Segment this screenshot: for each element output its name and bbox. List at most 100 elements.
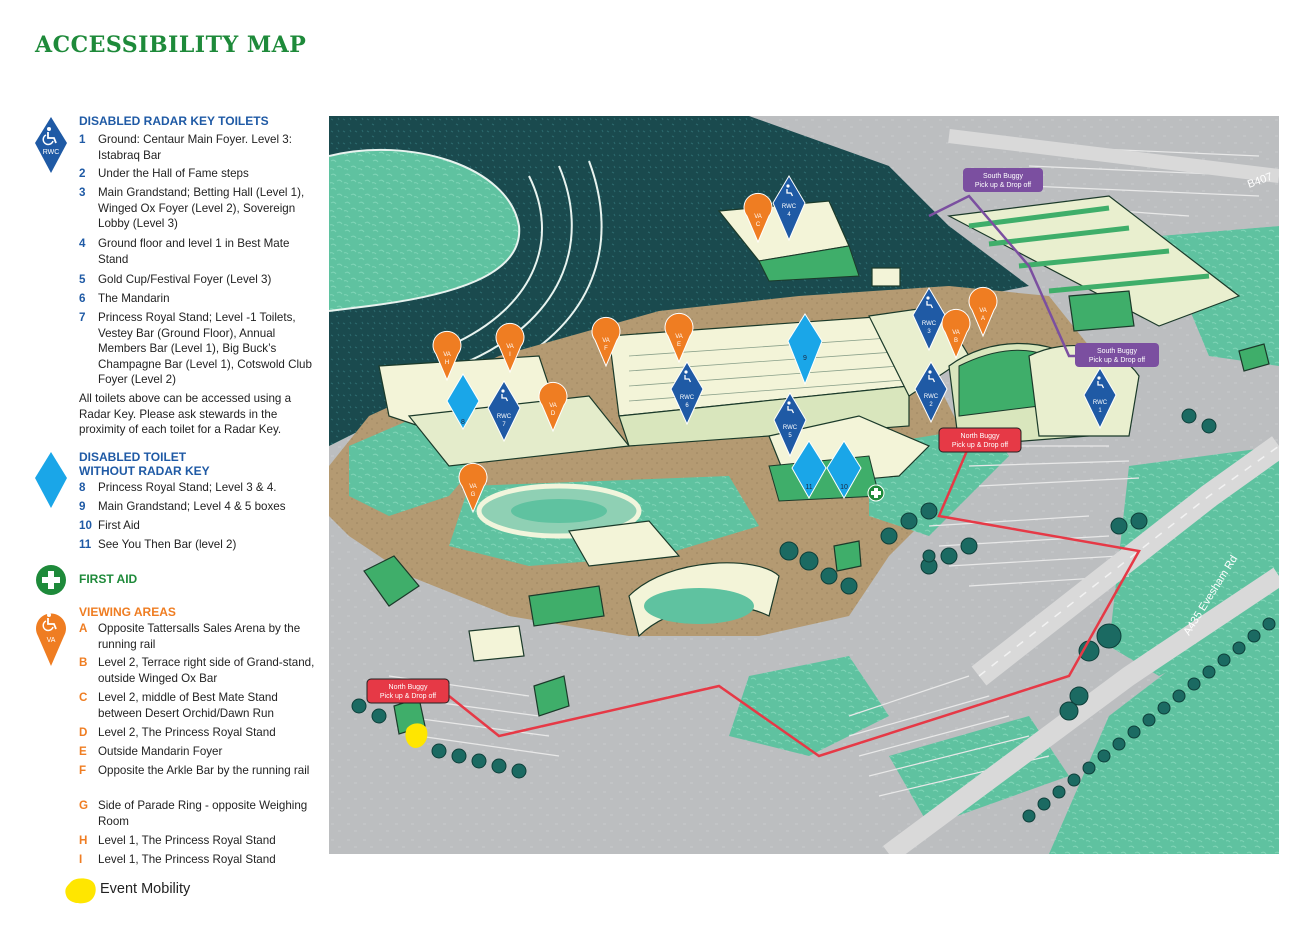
viewing-area-pin-c[interactable]: VA C	[743, 192, 773, 244]
viewing-area-pin-f[interactable]: VA F	[591, 316, 621, 368]
svg-text:VA: VA	[754, 214, 762, 220]
svg-text:1: 1	[1098, 408, 1102, 414]
disabled-toilet-pin-8[interactable]: 8	[446, 373, 480, 431]
disabled-toilet-pin-9[interactable]: 9	[787, 313, 823, 386]
first-aid-heading: FIRST AID	[79, 572, 138, 586]
svg-text:4: 4	[787, 212, 791, 218]
viewing-area-pin-icon: VA	[36, 613, 66, 666]
svg-text:VA: VA	[602, 338, 610, 344]
radar-note: All toilets above can be accessed using …	[79, 392, 292, 437]
disabled-toilet-heading-1: DISABLED TOILET	[79, 450, 187, 464]
viewing-areas-heading: VIEWING AREAS	[79, 605, 176, 619]
page-title: ACCESSIBILITY MAP	[35, 32, 307, 58]
svg-text:VA: VA	[469, 484, 477, 490]
svg-text:E: E	[677, 342, 681, 348]
svg-text:North Buggy: North Buggy	[389, 684, 428, 691]
map-canvas: South Buggy Pick up & Drop off South Bug…	[329, 116, 1279, 854]
viewing-area-pin-d[interactable]: VA D	[538, 381, 568, 433]
svg-text:I: I	[509, 352, 511, 358]
svg-text:South Buggy: South Buggy	[1097, 348, 1138, 355]
viewing-area-pin-h[interactable]: VA H	[432, 330, 462, 382]
disabled-toilet-pin-10[interactable]: 10	[826, 440, 862, 500]
north-buggy-label-2: North Buggy Pick up & Drop off	[366, 678, 450, 704]
viewing-area-pin-a[interactable]: VA A	[968, 286, 998, 338]
svg-text:RWC: RWC	[680, 395, 695, 401]
viewing-area-pin-b[interactable]: VA B	[941, 308, 971, 360]
svg-text:RWC: RWC	[783, 425, 798, 431]
radar-toilet-pin-4[interactable]: RWC 4	[772, 175, 806, 242]
svg-text:VA: VA	[443, 352, 451, 358]
viewing-pin-text: VA	[47, 637, 56, 644]
event-mobility-spot	[405, 723, 428, 748]
radar-toilet-pin-6[interactable]: RWC 6	[670, 361, 704, 426]
event-mobility-label: Event Mobility	[100, 881, 191, 897]
svg-text:VA: VA	[506, 344, 514, 350]
svg-text:A: A	[981, 316, 985, 322]
svg-text:5: 5	[788, 433, 792, 439]
svg-text:8: 8	[461, 419, 465, 426]
svg-text:B: B	[954, 338, 958, 344]
first-aid-marker-icon	[867, 484, 885, 502]
svg-text:Pick up & Drop off: Pick up & Drop off	[380, 693, 436, 700]
svg-text:RWC: RWC	[497, 414, 512, 420]
svg-text:3: 3	[927, 329, 931, 335]
north-buggy-label-1: North Buggy Pick up & Drop off	[938, 427, 1022, 453]
svg-text:10: 10	[840, 484, 848, 491]
svg-text:VA: VA	[549, 403, 557, 409]
svg-text:RWC: RWC	[1093, 400, 1108, 406]
radar-toilet-pin-2[interactable]: RWC 2	[914, 361, 948, 424]
svg-text:Pick up & Drop off: Pick up & Drop off	[1089, 357, 1145, 364]
svg-text:RWC: RWC	[924, 394, 939, 400]
viewing-area-pin-e[interactable]: VA E	[664, 312, 694, 364]
radar-toilet-pin-3[interactable]: RWC 3	[912, 287, 946, 352]
disabled-toilet-pin-icon	[35, 452, 67, 508]
disabled-toilet-heading-2: WITHOUT RADAR KEY	[79, 464, 210, 478]
viewing-area-pin-i[interactable]: VA I	[495, 322, 525, 374]
svg-text:G: G	[471, 492, 476, 498]
svg-text:7: 7	[502, 422, 506, 428]
first-aid-icon	[36, 565, 66, 595]
radar-toilets-heading: DISABLED RADAR KEY TOILETS	[79, 114, 269, 128]
svg-text:VA: VA	[952, 330, 960, 336]
svg-text:North Buggy: North Buggy	[961, 433, 1000, 440]
racecourse-map[interactable]: South Buggy Pick up & Drop off South Bug…	[329, 116, 1279, 854]
viewing-area-pin-g[interactable]: VA G	[458, 462, 488, 514]
svg-text:RWC: RWC	[922, 321, 937, 327]
svg-text:D: D	[551, 411, 556, 417]
south-buggy-label-1: South Buggy Pick up & Drop off	[963, 168, 1043, 192]
svg-text:Pick up & Drop off: Pick up & Drop off	[952, 442, 1008, 449]
disabled-toilet-pin-11[interactable]: 11	[791, 440, 827, 500]
svg-text:VA: VA	[675, 334, 683, 340]
radar-pin-text: RWC	[43, 149, 60, 156]
radar-toilet-pin-7[interactable]: RWC 7	[487, 380, 521, 443]
radar-toilet-pin-1[interactable]: RWC 1	[1083, 367, 1117, 430]
svg-text:South Buggy: South Buggy	[983, 173, 1024, 180]
radar-toilet-pin-5[interactable]: RWC 5	[773, 392, 807, 458]
svg-text:C: C	[756, 222, 761, 228]
svg-text:9: 9	[803, 355, 807, 362]
radar-toilet-pin-icon: RWC	[35, 117, 67, 173]
svg-text:H: H	[445, 360, 449, 366]
svg-text:Pick up & Drop off: Pick up & Drop off	[975, 182, 1031, 189]
south-buggy-label-2: South Buggy Pick up & Drop off	[1075, 343, 1159, 367]
svg-text:6: 6	[685, 403, 689, 409]
svg-text:11: 11	[805, 484, 812, 491]
